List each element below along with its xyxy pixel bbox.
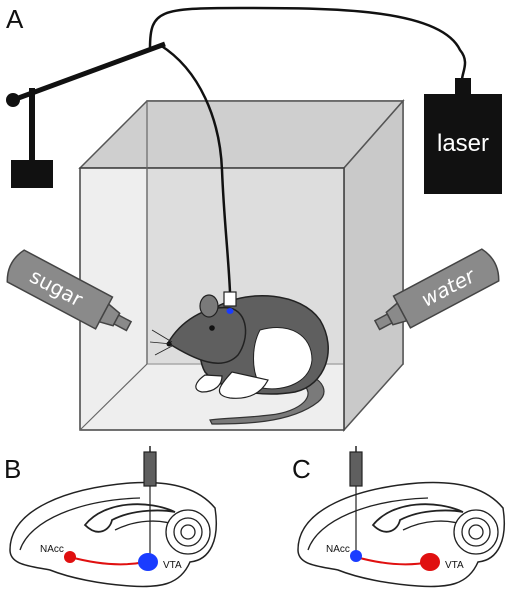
vta-c-red-dot [420, 553, 440, 571]
brain-b-cerebellum [165, 509, 211, 555]
brain-b-corpus-callosum [83, 503, 176, 533]
panel-label-a: A [6, 4, 24, 34]
rat-hind-leg [218, 371, 269, 399]
label-vta-c: VTA [445, 560, 464, 571]
brain-c-cerebellum [453, 509, 499, 555]
rat-eye [209, 325, 215, 331]
brain-section-b: NAcc VTA [9, 446, 217, 588]
vta-b-blue-dot [138, 553, 158, 571]
rat-illustration [149, 291, 329, 425]
stand-pole [29, 88, 35, 162]
head-implant-cannula [223, 291, 237, 307]
implant-light-dot [226, 308, 234, 314]
rat-front-paw [195, 374, 223, 393]
label-nacc-b: NAcc [40, 544, 64, 555]
sugar-bottle-body [6, 249, 114, 330]
water-bottle-body [392, 248, 500, 329]
sugar-bottle-neck [98, 302, 121, 327]
brain-c-cortex-line [307, 497, 429, 551]
brain-b-cortex-line [19, 497, 141, 551]
water-bottle-neck [385, 301, 408, 326]
label-vta-b: VTA [163, 560, 182, 571]
nacc-c-blue-dot [350, 550, 362, 562]
laser-box [424, 94, 502, 194]
fiber-holder-stand [6, 41, 166, 188]
probe-c-body [349, 451, 363, 487]
brain-c-corpus-callosum [371, 503, 464, 533]
label-nacc-c: NAcc [326, 544, 350, 555]
rat-whiskers [149, 329, 173, 356]
water-bottle-spout [373, 313, 393, 331]
optic-fiber-cable [148, 6, 467, 293]
panel-label-c: C [292, 454, 311, 484]
laser-unit: laser [424, 78, 502, 194]
chamber-back-bottom-edge [79, 363, 148, 431]
panel-label-b: B [4, 454, 21, 484]
brain-section-c: NAcc VTA [297, 446, 505, 588]
stand-base [11, 160, 53, 188]
rat-belly [253, 327, 313, 390]
rat-head [166, 306, 247, 364]
rat-ear [199, 294, 219, 318]
laser-connector [455, 78, 471, 94]
nacc-b-red-dot [64, 551, 76, 563]
stand-arm [12, 41, 166, 103]
laser-label: laser [437, 130, 489, 157]
sugar-bottle-spout [113, 314, 133, 332]
probe-b-body [143, 451, 157, 487]
rat-tail [209, 375, 325, 425]
